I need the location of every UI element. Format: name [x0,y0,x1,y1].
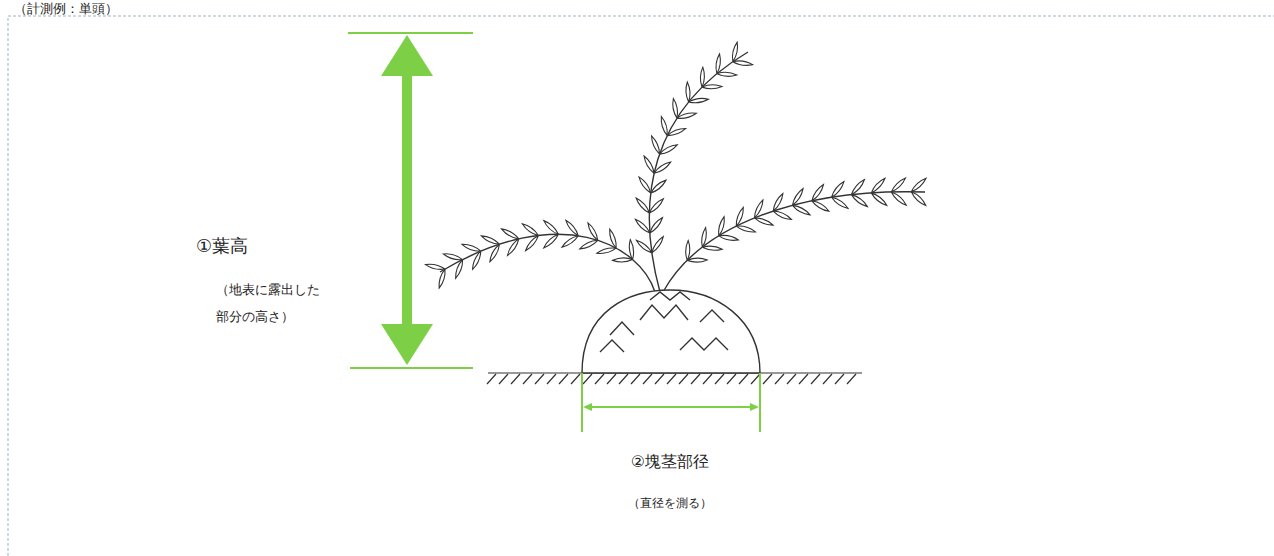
measure-label: ②塊茎部径 [560,452,780,473]
height-arrow [348,33,473,368]
frame-border [8,16,1274,556]
cycad-fronds [425,42,926,292]
measure-note: （直径を測る） [560,496,780,512]
measure-note: （地表に露出した 部分の高さ） [216,276,332,331]
cycad-tuber [582,290,760,373]
ground-hatching [487,373,862,384]
caption-note: （計測例：単頭） [14,1,118,18]
diameter-bracket [582,373,760,432]
measure-label: ①葉高 [196,234,248,257]
